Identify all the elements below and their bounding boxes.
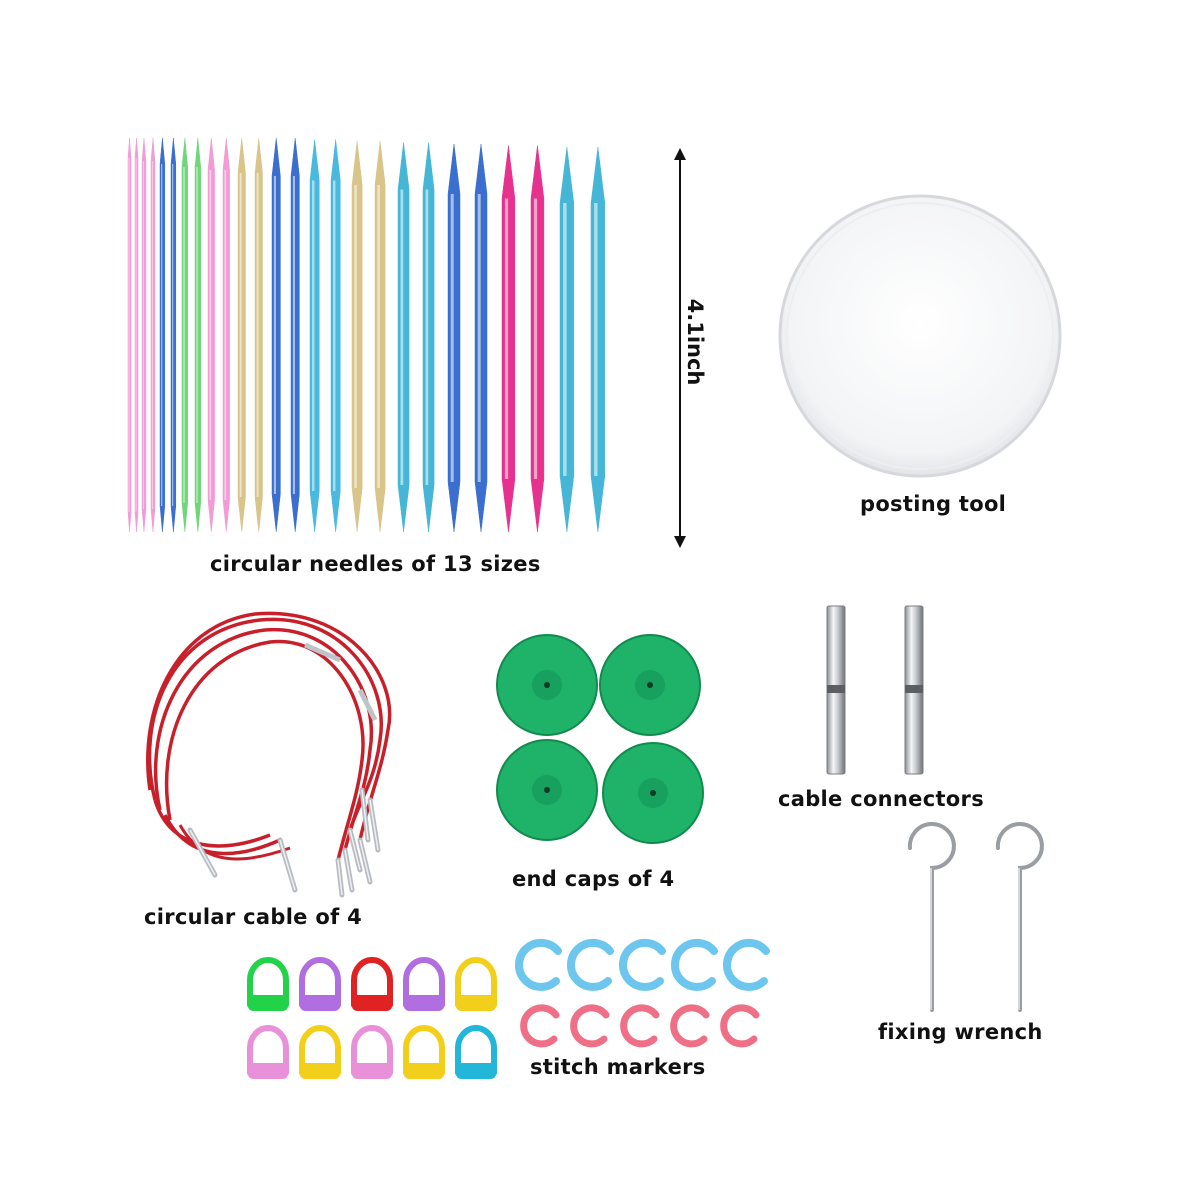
needle: [237, 137, 246, 533]
posting-tool-label: posting tool: [860, 492, 1007, 516]
ring-marker: [670, 1004, 710, 1048]
ring-marker: [618, 938, 666, 991]
needle: [309, 139, 320, 533]
ring-marker: [620, 1004, 660, 1048]
needle: [170, 137, 177, 533]
wrench-label: fixing wrench: [878, 1020, 1043, 1044]
ring-marker: [670, 938, 718, 991]
needle: [559, 146, 575, 533]
needle: [181, 137, 188, 533]
fixing-wrench-image: [907, 822, 1044, 1012]
cable-loop: [146, 611, 392, 841]
end-cap: [496, 634, 598, 736]
lock-marker: [403, 1025, 445, 1079]
needle: [254, 137, 263, 533]
needle: [222, 137, 230, 533]
needle: [422, 142, 435, 533]
lock-marker: [455, 1025, 497, 1079]
lock-marker: [299, 957, 341, 1011]
lock-marker: [351, 957, 393, 1011]
needle: [141, 137, 147, 533]
needle: [207, 137, 215, 533]
ring-marker: [520, 1004, 560, 1048]
lock-marker: [299, 1025, 341, 1079]
end-caps-image: [496, 634, 704, 844]
needle: [397, 142, 410, 533]
dimension-arrow: [674, 148, 686, 548]
ring-marker: [514, 938, 562, 991]
end-cap: [602, 742, 704, 844]
needle-set-image: [127, 137, 606, 533]
cable-label: circular cable of 4: [144, 905, 363, 929]
needle: [530, 145, 545, 533]
needle: [501, 145, 516, 533]
lock-marker: [247, 1025, 289, 1079]
connectors-label: cable connectors: [778, 787, 984, 811]
lock-marker: [455, 957, 497, 1011]
lock-marker: [351, 1025, 393, 1079]
end-cap: [599, 634, 701, 736]
cable-loop: [153, 627, 374, 851]
needle: [127, 137, 132, 533]
ring-marker: [720, 1004, 760, 1048]
cable-loop: [164, 639, 365, 861]
needles-label: circular needles of 13 sizes: [210, 552, 541, 576]
end-cap: [496, 739, 598, 841]
ring-marker: [566, 938, 614, 991]
needle: [474, 143, 488, 533]
needle: [194, 137, 201, 533]
lock-stitch-markers-image: [247, 957, 497, 1079]
needle: [134, 137, 139, 533]
ring-stitch-markers-image: [514, 938, 770, 1048]
lock-marker: [403, 957, 445, 1011]
cable-connectors-image: [826, 605, 924, 775]
lock-marker: [247, 957, 289, 1011]
circular-cable-image: [146, 611, 392, 898]
needle: [290, 137, 300, 533]
needle: [330, 139, 341, 533]
ring-marker: [722, 938, 770, 991]
needle: [447, 143, 461, 533]
posting-tool-image: [778, 194, 1062, 478]
needle: [590, 146, 606, 533]
end-caps-label: end caps of 4: [512, 867, 675, 891]
dimension-label: 4.1inch: [683, 298, 707, 386]
ring-marker: [570, 1004, 610, 1048]
markers-label: stitch markers: [530, 1055, 706, 1079]
needle: [271, 137, 281, 533]
needle: [374, 140, 386, 533]
needle: [351, 140, 363, 533]
needle: [150, 137, 156, 533]
needle: [159, 137, 166, 533]
